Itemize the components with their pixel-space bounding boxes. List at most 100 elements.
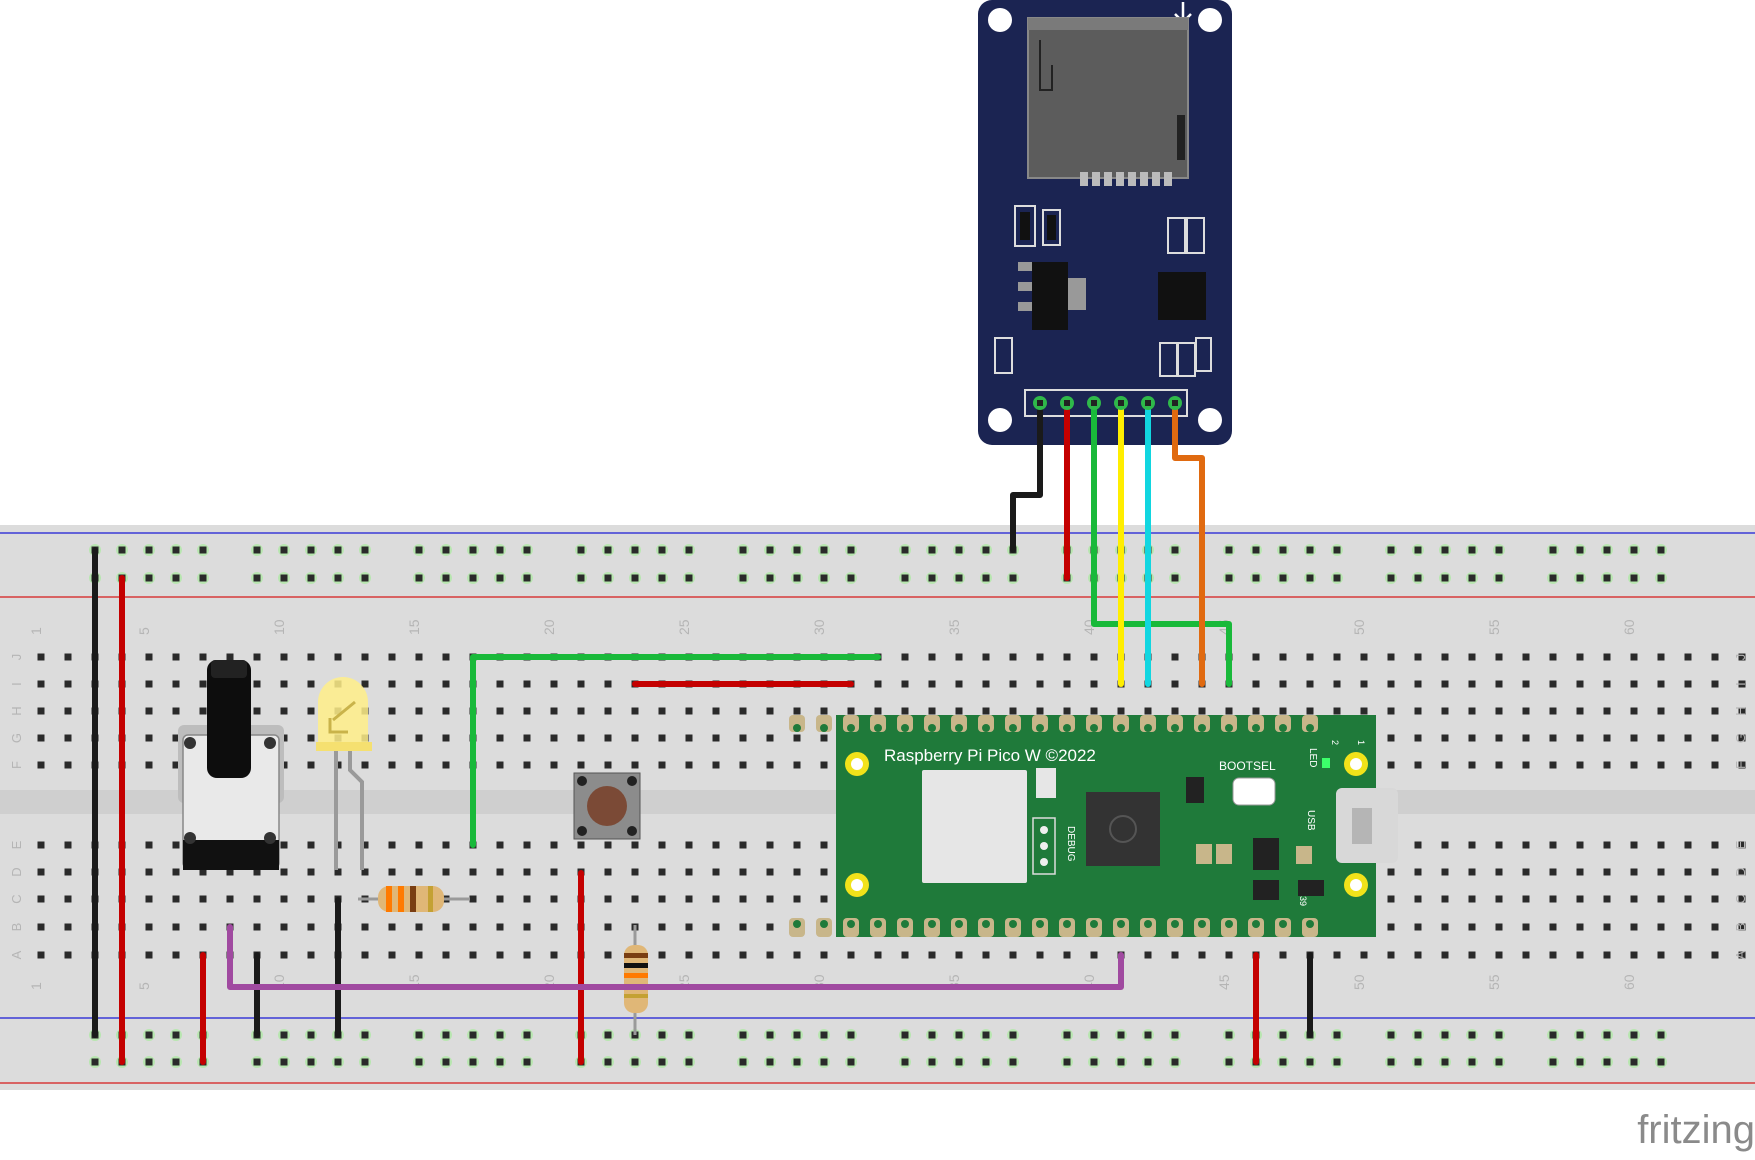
rail-hole[interactable] — [928, 574, 936, 582]
breadboard-hole[interactable] — [1495, 895, 1503, 903]
rail-hole[interactable] — [361, 546, 369, 554]
breadboard-hole[interactable] — [280, 923, 288, 931]
breadboard-hole[interactable] — [415, 653, 423, 661]
breadboard-hole[interactable] — [1360, 680, 1368, 688]
breadboard-hole[interactable] — [64, 707, 72, 715]
breadboard-hole[interactable] — [253, 707, 261, 715]
rail-hole[interactable] — [145, 546, 153, 554]
breadboard-hole[interactable] — [388, 707, 396, 715]
breadboard-hole[interactable] — [1198, 951, 1206, 959]
rail-hole[interactable] — [442, 574, 450, 582]
breadboard-hole[interactable] — [64, 895, 72, 903]
breadboard-hole[interactable] — [739, 895, 747, 903]
breadboard-hole[interactable] — [685, 761, 693, 769]
rail-hole[interactable] — [1603, 1058, 1611, 1066]
breadboard-hole[interactable] — [1738, 653, 1746, 661]
breadboard-hole[interactable] — [442, 653, 450, 661]
breadboard-hole[interactable] — [577, 707, 585, 715]
breadboard-hole[interactable] — [1549, 841, 1557, 849]
breadboard-hole[interactable] — [955, 951, 963, 959]
breadboard-hole[interactable] — [1063, 680, 1071, 688]
rail-hole[interactable] — [766, 1031, 774, 1039]
breadboard-hole[interactable] — [793, 734, 801, 742]
breadboard-hole[interactable] — [1549, 895, 1557, 903]
breadboard-hole[interactable] — [172, 841, 180, 849]
rail-hole[interactable] — [91, 1058, 99, 1066]
rail-hole[interactable] — [982, 1031, 990, 1039]
breadboard-hole[interactable] — [415, 761, 423, 769]
breadboard-hole[interactable] — [1468, 653, 1476, 661]
rail-hole[interactable] — [1657, 1031, 1665, 1039]
breadboard-hole[interactable] — [1630, 841, 1638, 849]
breadboard-hole[interactable] — [172, 868, 180, 876]
breadboard-hole[interactable] — [442, 680, 450, 688]
breadboard-hole[interactable] — [442, 761, 450, 769]
breadboard-hole[interactable] — [1549, 923, 1557, 931]
rail-hole[interactable] — [1225, 1058, 1233, 1066]
breadboard-hole[interactable] — [496, 868, 504, 876]
breadboard-hole[interactable] — [685, 923, 693, 931]
breadboard-hole[interactable] — [712, 868, 720, 876]
rail-hole[interactable] — [604, 1031, 612, 1039]
breadboard-hole[interactable] — [1630, 653, 1638, 661]
breadboard-hole[interactable] — [820, 734, 828, 742]
breadboard-hole[interactable] — [388, 868, 396, 876]
breadboard-hole[interactable] — [361, 653, 369, 661]
breadboard-hole[interactable] — [1576, 707, 1584, 715]
rail-hole[interactable] — [1414, 546, 1422, 554]
breadboard-hole[interactable] — [37, 923, 45, 931]
breadboard-hole[interactable] — [1252, 707, 1260, 715]
breadboard-hole[interactable] — [1036, 707, 1044, 715]
breadboard-hole[interactable] — [280, 680, 288, 688]
breadboard-hole[interactable] — [199, 868, 207, 876]
rail-hole[interactable] — [172, 1031, 180, 1039]
breadboard-hole[interactable] — [280, 841, 288, 849]
breadboard-hole[interactable] — [1387, 653, 1395, 661]
breadboard-hole[interactable] — [37, 868, 45, 876]
breadboard-hole[interactable] — [1630, 868, 1638, 876]
wire-green[interactable] — [470, 654, 881, 848]
breadboard-hole[interactable] — [199, 680, 207, 688]
rail-hole[interactable] — [1225, 1031, 1233, 1039]
breadboard-hole[interactable] — [1549, 951, 1557, 959]
breadboard-hole[interactable] — [523, 841, 531, 849]
breadboard-hole[interactable] — [1144, 707, 1152, 715]
breadboard-hole[interactable] — [496, 680, 504, 688]
breadboard-hole[interactable] — [1225, 951, 1233, 959]
breadboard-hole[interactable] — [1495, 923, 1503, 931]
breadboard-hole[interactable] — [550, 868, 558, 876]
breadboard-hole[interactable] — [1684, 951, 1692, 959]
breadboard-hole[interactable] — [523, 707, 531, 715]
breadboard-hole[interactable] — [1576, 951, 1584, 959]
breadboard-hole[interactable] — [496, 707, 504, 715]
breadboard-hole[interactable] — [469, 868, 477, 876]
rail-hole[interactable] — [793, 1058, 801, 1066]
breadboard-hole[interactable] — [415, 680, 423, 688]
rail-hole[interactable] — [1117, 1031, 1125, 1039]
breadboard-hole[interactable] — [1063, 707, 1071, 715]
rail-hole[interactable] — [1441, 1058, 1449, 1066]
breadboard-hole[interactable] — [1684, 653, 1692, 661]
rail-hole[interactable] — [1576, 1058, 1584, 1066]
rail-hole[interactable] — [469, 1058, 477, 1066]
breadboard-hole[interactable] — [1576, 734, 1584, 742]
breadboard-hole[interactable] — [820, 868, 828, 876]
breadboard-hole[interactable] — [793, 868, 801, 876]
rail-hole[interactable] — [1171, 1031, 1179, 1039]
breadboard-hole[interactable] — [37, 680, 45, 688]
breadboard-hole[interactable] — [1603, 868, 1611, 876]
rail-hole[interactable] — [1306, 574, 1314, 582]
rail-hole[interactable] — [955, 574, 963, 582]
breadboard-hole[interactable] — [388, 734, 396, 742]
breadboard-hole[interactable] — [64, 734, 72, 742]
breadboard-hole[interactable] — [685, 841, 693, 849]
breadboard-hole[interactable] — [64, 841, 72, 849]
breadboard-hole[interactable] — [847, 951, 855, 959]
breadboard-hole[interactable] — [1603, 895, 1611, 903]
rail-hole[interactable] — [1171, 574, 1179, 582]
rail-hole[interactable] — [523, 546, 531, 554]
breadboard-hole[interactable] — [496, 923, 504, 931]
rail-hole[interactable] — [739, 1031, 747, 1039]
breadboard-hole[interactable] — [1684, 841, 1692, 849]
breadboard-hole[interactable] — [1441, 868, 1449, 876]
